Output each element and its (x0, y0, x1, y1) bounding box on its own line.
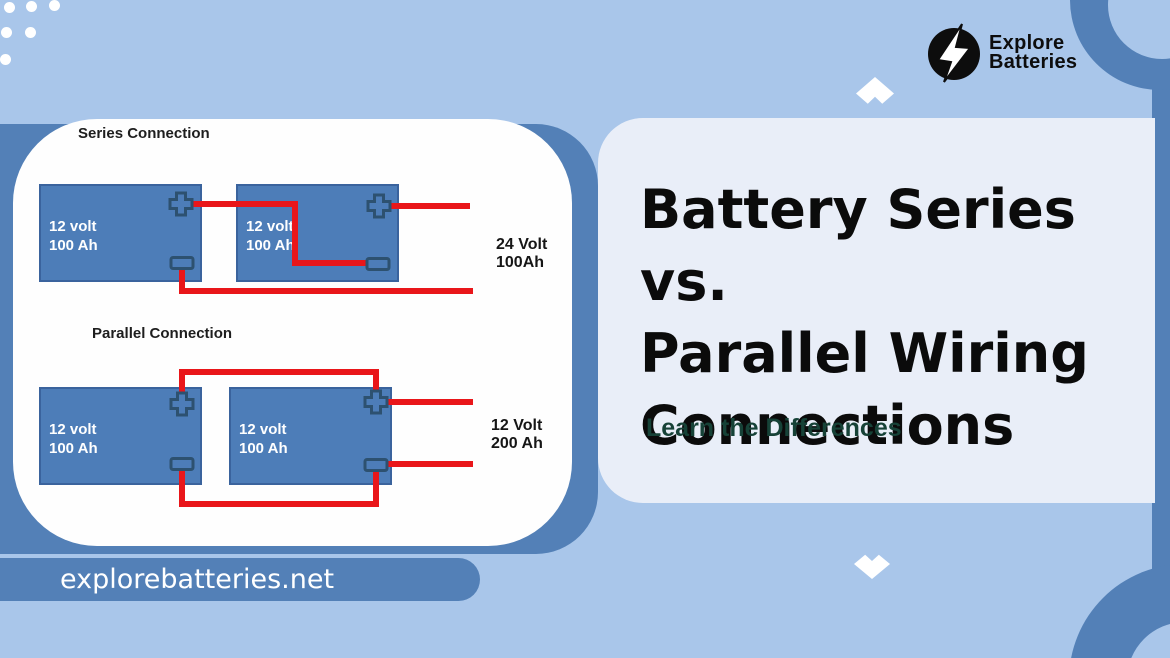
text-card (598, 118, 1155, 503)
parallel-connection-label: Parallel Connection (92, 325, 233, 342)
website-url-bar: explorebatteries.net (0, 558, 480, 601)
dot-decoration (25, 27, 36, 38)
title-line-1: Battery Series vs. (640, 178, 1076, 313)
battery-voltage-label: 12 volt (239, 421, 287, 438)
battery-capacity-label: 100 Ah (246, 237, 295, 254)
lightning-bolt-icon (928, 23, 980, 83)
battery-capacity-label: 100 Ah (49, 237, 98, 254)
diamond-icon (856, 77, 894, 104)
page-title: Battery Series vs. Parallel Wiring Conne… (640, 174, 1130, 462)
dot-decoration (1, 27, 12, 38)
website-url: explorebatteries.net (60, 564, 335, 595)
logo-text: Explore Batteries (989, 32, 1078, 73)
battery-capacity-label: 100 Ah (49, 440, 98, 457)
parallel-output-capacity: 200 Ah (491, 435, 543, 452)
parallel-output-label: 12 Volt 200 Ah (491, 417, 543, 453)
explore-batteries-logo: Explore Batteries (924, 22, 1077, 84)
diamond-icon (854, 554, 890, 579)
logo-line-1: Explore (989, 32, 1065, 54)
battery-box-parallel-2: 12 volt 100 Ah (229, 387, 392, 485)
logo-line-2: Batteries (989, 51, 1078, 73)
title-line-3: Connections (640, 394, 1015, 457)
dot-decoration (4, 2, 15, 13)
battery-box-series-1: 12 volt 100 Ah (39, 184, 202, 282)
dot-decoration (26, 1, 37, 12)
subtitle: Learn the Differences (646, 414, 902, 442)
battery-box-parallel-1: 12 volt 100 Ah (39, 387, 202, 485)
series-output-capacity: 100Ah (496, 254, 545, 271)
battery-voltage-label: 12 volt (49, 218, 97, 235)
series-output-voltage: 24 Volt (496, 236, 548, 253)
battery-voltage-label: 12 volt (49, 421, 97, 438)
title-line-2: Parallel Wiring (640, 322, 1089, 385)
battery-voltage-label: 12 volt (246, 218, 294, 235)
dot-decoration (0, 54, 11, 65)
battery-capacity-label: 100 Ah (239, 440, 288, 457)
parallel-output-voltage: 12 Volt (491, 417, 543, 434)
series-output-label: 24 Volt 100Ah (496, 236, 547, 272)
right-edge-stripe (1152, 0, 1170, 658)
dot-decoration (49, 0, 60, 11)
battery-box-series-2: 12 volt 100 Ah (236, 184, 399, 282)
series-connection-label: Series Connection (78, 125, 210, 142)
